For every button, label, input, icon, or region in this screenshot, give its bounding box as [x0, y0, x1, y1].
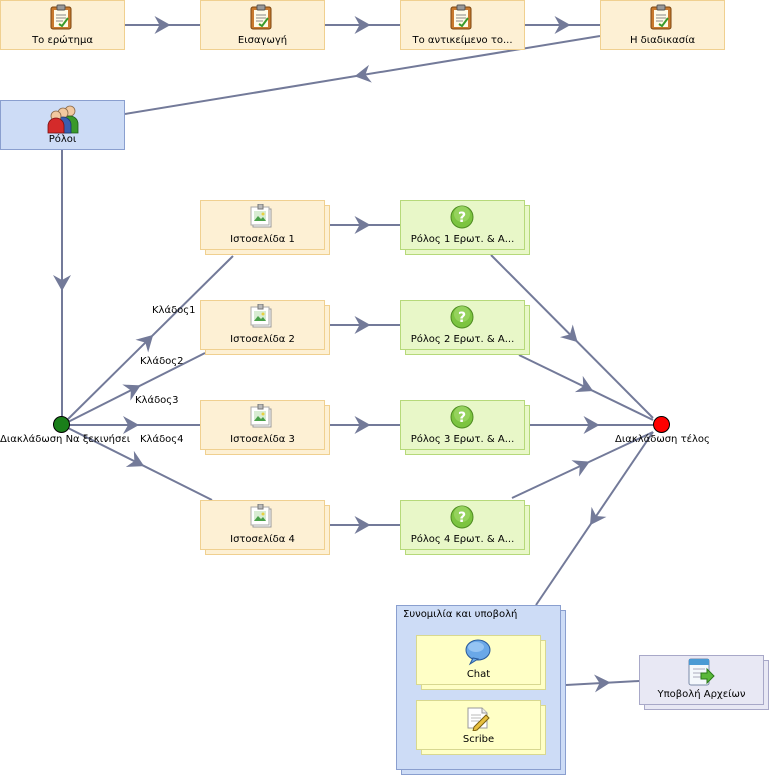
webpage-image-icon — [250, 304, 272, 328]
activity-roles[interactable]: Ρόλοι — [0, 100, 125, 150]
branch-start-label: Διακλάδωση Να ξεκινήσει — [0, 434, 131, 445]
activity-procedure[interactable]: Η διαδικασία — [600, 0, 725, 50]
flow-proc-to-roles — [124, 35, 601, 115]
question-mark-icon: ? — [450, 305, 474, 329]
clipboard-icon — [50, 4, 72, 30]
flow-qa2-end — [518, 354, 654, 421]
activity-website-3[interactable]: Ιστοσελίδα 3 — [200, 400, 331, 456]
flow-end-to-group — [535, 431, 654, 606]
branch-start-node[interactable] — [53, 416, 70, 433]
activity-label: Ρόλος 4 Ερωτ. & Α... — [410, 534, 515, 545]
activity-subject[interactable]: Το αντικείμενο το... — [400, 0, 525, 50]
group-title: Συνομιλία και υποβολή — [403, 609, 518, 620]
webpage-image-icon — [250, 204, 272, 228]
activity-website-4[interactable]: Ιστοσελίδα 4 — [200, 500, 331, 556]
people-group-icon — [47, 105, 79, 134]
activity-label: Ρόλος 1 Ερωτ. & Α... — [410, 234, 515, 245]
activity-role-qa-2[interactable]: ? Ρόλος 2 Ερωτ. & Α... — [400, 300, 531, 356]
flow-web1-qa1 — [325, 216, 400, 234]
activity-role-qa-4[interactable]: ? Ρόλος 4 Ερωτ. & Α... — [400, 500, 531, 556]
flow-q-to-intro — [125, 16, 200, 34]
svg-text:?: ? — [458, 410, 466, 426]
flow-branch2 — [61, 352, 206, 426]
flow-roles-to-branch — [53, 150, 71, 416]
activity-introduction[interactable]: Εισαγωγή — [200, 0, 325, 50]
activity-website-1[interactable]: Ιστοσελίδα 1 — [200, 200, 331, 256]
webpage-image-icon — [250, 504, 272, 528]
flow-qa3-end — [530, 416, 653, 434]
flow-branch3 — [62, 416, 200, 434]
branch-label-4: Κλάδος4 — [140, 434, 184, 445]
activity-label: Scribe — [462, 734, 495, 745]
question-mark-icon: ? — [450, 505, 474, 529]
activity-label: Ιστοσελίδα 1 — [230, 234, 295, 245]
question-mark-icon: ? — [450, 205, 474, 229]
activity-label: Ρόλος 2 Ερωτ. & Α... — [410, 334, 515, 345]
question-mark-icon: ? — [450, 405, 474, 429]
file-submit-icon — [688, 658, 715, 686]
activity-label: Ρόλος 3 Ερωτ. & Α... — [410, 434, 515, 445]
flow-subject-to-proc — [525, 16, 600, 34]
activity-chat[interactable]: Chat — [416, 635, 547, 691]
scribe-pencil-icon — [467, 707, 490, 731]
activity-scribe[interactable]: Scribe — [416, 700, 547, 756]
webpage-image-icon — [250, 404, 272, 428]
branch-end-label: Διακλάδωση τέλος — [615, 434, 710, 445]
clipboard-icon — [250, 4, 272, 30]
flow-branch4 — [61, 424, 213, 501]
activity-role-qa-3[interactable]: ? Ρόλος 3 Ερωτ. & Α... — [400, 400, 531, 456]
branch-end-node[interactable] — [653, 416, 670, 433]
flow-qa1-end — [490, 254, 654, 419]
activity-label: Ιστοσελίδα 3 — [230, 434, 295, 445]
activity-label: Η διαδικασία — [629, 35, 696, 46]
activity-label: Το αντικείμενο το... — [412, 35, 513, 46]
flow-web2-qa2 — [325, 316, 400, 334]
clipboard-icon — [650, 4, 672, 30]
activity-label: Το ερώτημα — [32, 35, 93, 46]
activity-label: Ιστοσελίδα 4 — [230, 534, 295, 545]
flow-intro-to-subject — [325, 16, 400, 34]
activity-label: Υποβολή Αρχείων — [657, 689, 746, 700]
activity-question[interactable]: Το ερώτημα — [0, 0, 125, 50]
branch-label-2: Κλάδος2 — [140, 356, 184, 367]
flow-branch1 — [61, 255, 234, 426]
activity-file-submission[interactable]: Υποβολή Αρχείων — [639, 655, 770, 711]
svg-text:?: ? — [458, 310, 466, 326]
svg-text:?: ? — [458, 210, 466, 226]
activity-label: Chat — [466, 669, 491, 680]
activity-label: Ρόλοι — [48, 134, 77, 145]
activity-label: Ιστοσελίδα 2 — [230, 334, 295, 345]
activity-role-qa-1[interactable]: ? Ρόλος 1 Ερωτ. & Α... — [400, 200, 531, 256]
branch-label-3: Κλάδος3 — [135, 395, 179, 406]
clipboard-icon — [450, 4, 472, 30]
flow-group-to-submission — [565, 674, 640, 693]
group-chat-submission[interactable]: Συνομιλία και υποβολή Chat Scribe — [396, 605, 567, 776]
flow-qa4-end — [511, 431, 654, 499]
branch-label-1: Κλάδος1 — [152, 305, 196, 316]
chat-bubble-icon — [465, 639, 491, 666]
svg-text:?: ? — [458, 510, 466, 526]
flow-web4-qa4 — [325, 516, 400, 534]
activity-label: Εισαγωγή — [237, 35, 288, 46]
flow-web3-qa3 — [325, 416, 400, 434]
activity-website-2[interactable]: Ιστοσελίδα 2 — [200, 300, 331, 356]
